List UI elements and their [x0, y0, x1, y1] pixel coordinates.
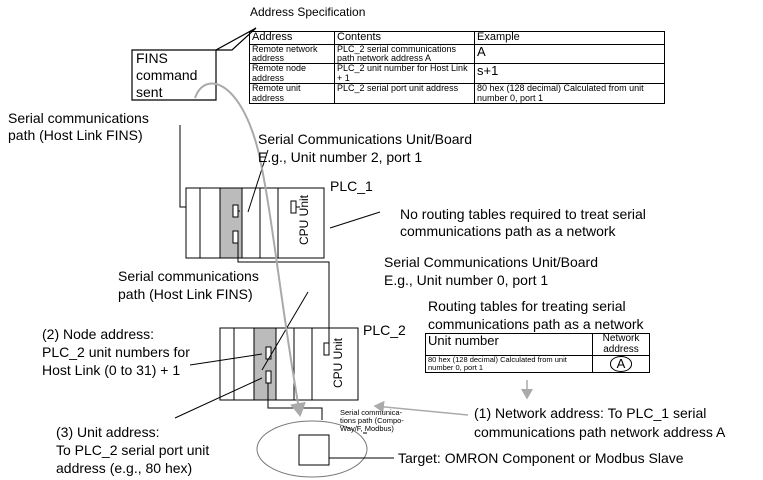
serial-path-top-2: path (Host Link FINS)	[8, 127, 143, 143]
col-example: Example	[474, 31, 665, 45]
address-spec-table: Address Contents Example Remote network …	[249, 31, 665, 105]
routing-table: Unit number Network address 80 hex (128 …	[425, 333, 650, 373]
no-routing-2: communications path as a network	[400, 223, 616, 239]
col-contents: Contents	[334, 31, 475, 45]
node-addr-1: (2) Node address:	[42, 326, 155, 342]
plc1-rack	[185, 187, 325, 259]
plc1-label: PLC_1	[330, 178, 373, 194]
serial-path-mid-1: Serial communications	[118, 268, 259, 284]
table-row: 80 hex (128 decimal) Calculated from uni…	[425, 355, 650, 373]
table-row: Remote node address PLC_2 unit number fo…	[249, 63, 665, 85]
routing-title-1: Routing tables for treating serial	[428, 298, 626, 314]
routing-col-network: Network address	[592, 333, 650, 356]
table-row: Remote network address PLC_2 serial comm…	[249, 43, 665, 65]
serial-comp-1: Serial communica-	[340, 408, 403, 417]
col-address: Address	[249, 31, 335, 45]
target-ellipse	[256, 420, 368, 478]
fins-flow-arrow	[194, 82, 306, 417]
no-routing-1: No routing tables required to treat seri…	[400, 206, 646, 222]
serial-comp-2: tions path (Compo-	[340, 416, 404, 425]
fins-line-3: sent	[136, 84, 163, 100]
target-box	[298, 434, 330, 466]
node-addr-3: Host Link (0 to 31) + 1	[42, 362, 181, 378]
fins-line-1: FINS	[136, 50, 168, 66]
net-addr-1: (1) Network address: To PLC_1 serial	[474, 405, 707, 421]
target-label: Target: OMRON Component or Modbus Slave	[398, 450, 684, 466]
address-spec-title: Address Specification	[250, 5, 366, 19]
serial-path-mid-2: path (Host Link FINS)	[118, 286, 253, 302]
plc2-label: PLC_2	[363, 322, 406, 338]
fins-line-2: command	[136, 67, 198, 83]
scu-board-1-line1: Serial Communications Unit/Board	[258, 131, 472, 147]
plc2-rack	[219, 327, 359, 401]
table-row: Remote unit address PLC_2 serial port un…	[249, 83, 665, 105]
node-addr-2: PLC_2 unit numbers for	[42, 344, 190, 360]
serial-path-top-1: Serial communications	[8, 110, 149, 126]
unit-addr-1: (3) Unit address:	[56, 424, 160, 440]
cpu-unit-2-label: CPU Unit	[331, 337, 345, 388]
unit-addr-2: To PLC_2 serial port unit	[56, 442, 210, 458]
scu-board-1-line2: E.g., Unit number 2, port 1	[258, 149, 423, 165]
unit-addr-3: address (e.g., 80 hex)	[56, 460, 193, 476]
routing-network-value: A	[609, 356, 633, 372]
routing-col-unit: Unit number	[425, 333, 593, 356]
scu-board-2-line2: E.g., Unit number 0, port 1	[384, 272, 549, 288]
routing-title-2: communications path as a network	[428, 316, 644, 332]
serial-line-mid	[237, 243, 330, 343]
net-addr-2: communications path network address A	[474, 424, 726, 440]
fins-callout	[131, 27, 257, 101]
scu-board-2-line1: Serial Communications Unit/Board	[384, 254, 598, 270]
serial-comp-3: Way/F, Modbus)	[340, 424, 394, 433]
cpu-unit-1-label: CPU Unit	[297, 194, 311, 245]
